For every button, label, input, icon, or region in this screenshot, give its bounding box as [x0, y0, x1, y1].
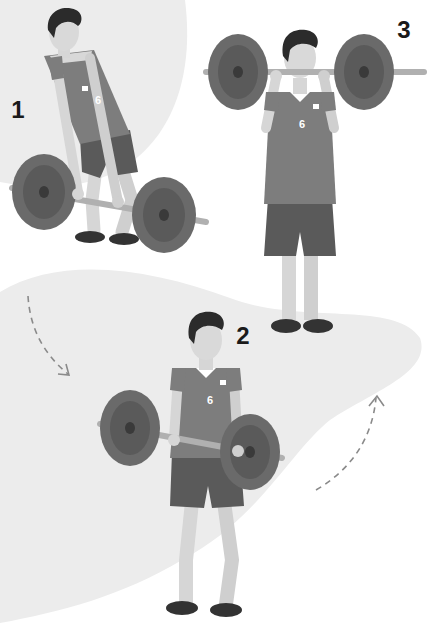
flow-arrow: [28, 296, 69, 375]
lifter-figure: [12, 8, 206, 253]
lifter-figure: [206, 30, 424, 333]
lifter-figure: [100, 312, 282, 617]
flow-arrow: [316, 396, 384, 490]
background-blob: [0, 269, 422, 623]
step-number: 1: [11, 98, 24, 122]
jersey-number: 6: [207, 395, 213, 406]
jersey-number: 6: [95, 95, 101, 106]
jersey-number: 6: [299, 119, 305, 130]
step-number: 2: [236, 324, 249, 348]
step-number: 3: [397, 18, 410, 42]
